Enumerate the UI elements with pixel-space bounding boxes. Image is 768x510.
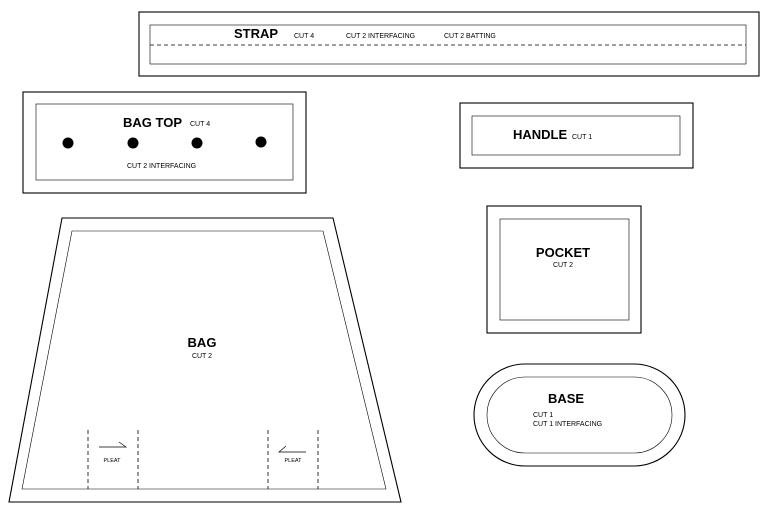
pocket-piece: POCKET CUT 2 bbox=[486, 205, 642, 334]
base-title: BASE bbox=[548, 391, 584, 406]
pocket-cut-count: CUT 2 bbox=[553, 262, 573, 269]
bag-top-seam-line bbox=[35, 103, 294, 181]
pocket-title: POCKET bbox=[536, 245, 590, 260]
strap-cut-count: CUT 4 bbox=[294, 33, 314, 40]
bag-top-dot-2 bbox=[127, 137, 139, 149]
base-interfacing-note: CUT 1 INTERFACING bbox=[533, 421, 602, 428]
bag-pleat-right-arrow-icon bbox=[278, 445, 306, 453]
handle-seam-line bbox=[471, 115, 681, 156]
strap-interfacing-note: CUT 2 INTERFACING bbox=[346, 33, 415, 40]
bag-top-title: BAG TOP bbox=[123, 115, 182, 130]
bag-top-piece: BAG TOP CUT 4 CUT 2 INTERFACING bbox=[22, 91, 307, 194]
strap-piece: STRAP CUT 4 CUT 2 INTERFACING CUT 2 BATT… bbox=[138, 11, 760, 77]
handle-piece: HANDLE CUT 1 bbox=[459, 102, 694, 169]
strap-seam-line bbox=[149, 24, 747, 65]
handle-title: HANDLE bbox=[513, 127, 567, 142]
bag-outer-outline bbox=[8, 217, 402, 503]
strap-batting-note: CUT 2 BATTING bbox=[444, 33, 496, 40]
bag-top-dot-4 bbox=[255, 136, 267, 148]
handle-outer-outline bbox=[459, 102, 694, 169]
bag-cut-count: CUT 2 bbox=[192, 353, 212, 360]
bag-piece: BAG CUT 2 PLEAT PLEAT bbox=[8, 217, 402, 503]
bag-top-dot-3 bbox=[191, 137, 203, 149]
handle-cut-count: CUT 1 bbox=[572, 134, 592, 141]
base-seam-line bbox=[486, 376, 673, 454]
bag-pleat-left-label: PLEAT bbox=[103, 458, 121, 464]
base-outer-outline bbox=[473, 363, 686, 467]
bag-top-interfacing-note: CUT 2 INTERFACING bbox=[127, 163, 196, 170]
base-piece: BASE CUT 1 CUT 1 INTERFACING bbox=[473, 363, 686, 467]
pocket-outer-outline bbox=[486, 205, 642, 334]
bag-pleat-left-arrow-icon bbox=[99, 441, 128, 448]
strap-outer-outline bbox=[138, 11, 760, 77]
base-cut-count: CUT 1 bbox=[533, 412, 553, 419]
bag-top-outer-outline bbox=[22, 91, 307, 194]
bag-title: BAG bbox=[188, 335, 217, 350]
bag-top-cut-count: CUT 4 bbox=[190, 121, 210, 128]
strap-title: STRAP bbox=[234, 26, 278, 41]
bag-pleat-right-label: PLEAT bbox=[284, 458, 302, 464]
bag-top-dot-1 bbox=[62, 137, 74, 149]
pocket-seam-line bbox=[499, 218, 630, 321]
bag-seam-line bbox=[21, 230, 387, 490]
